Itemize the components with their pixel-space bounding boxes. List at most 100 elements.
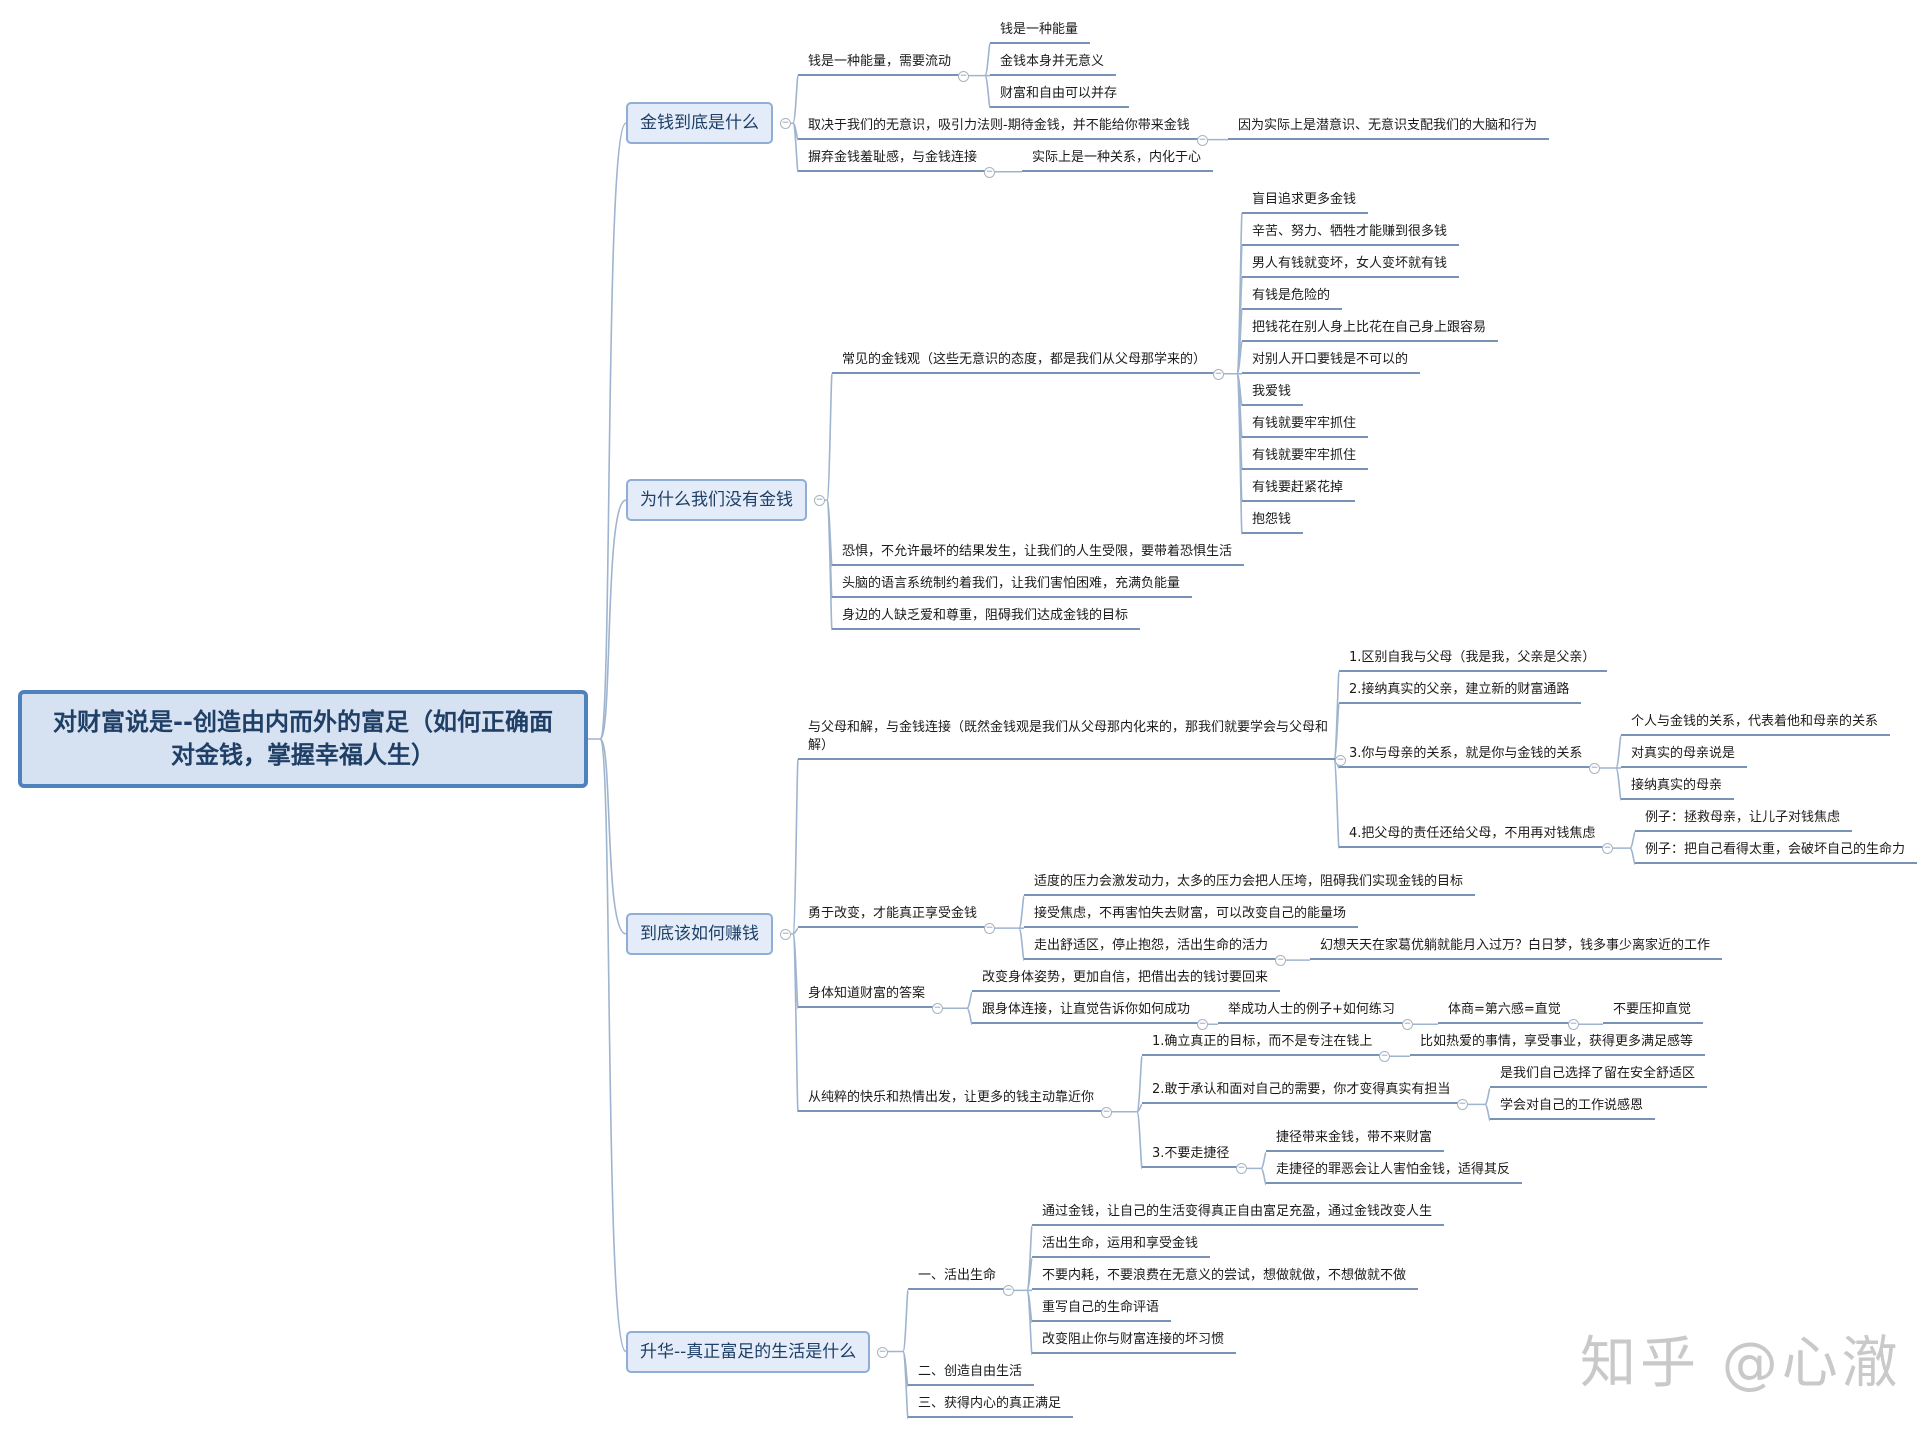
subtopic-leaf[interactable]: 1.区别自我与父母（我是我，父亲是父亲）: [1339, 649, 1608, 672]
subtopic-leaf[interactable]: 捷径带来金钱，带不来财富: [1266, 1129, 1445, 1153]
collapse-toggle-icon[interactable]: −: [780, 118, 791, 130]
subtopic-leaf[interactable]: 不要内耗，不要浪费在无意义的尝试，想做就做，不想做就不做: [1032, 1267, 1419, 1291]
subtopic-leaf[interactable]: 有钱是危险的: [1242, 287, 1343, 310]
collapse-toggle-icon[interactable]: −: [1101, 1106, 1112, 1118]
subtopic-leaf[interactable]: 对真实的母亲说是: [1621, 745, 1748, 768]
subtopic[interactable]: 恐惧，不允许最坏的结果发生，让我们的人生受限，要带着恐惧生活: [832, 543, 1245, 566]
subtopic-leaf[interactable]: 不要压抑直觉: [1603, 1001, 1704, 1025]
child-connector: [1136, 1103, 1143, 1113]
child-connector: [902, 1350, 909, 1420]
collapse-toggle-icon[interactable]: −: [1197, 134, 1208, 146]
subtopic[interactable]: 一、活出生命: [908, 1267, 1009, 1291]
subtopic[interactable]: 二、创造自由生活: [908, 1363, 1035, 1387]
subtopic-leaf[interactable]: 改变阻止你与财富连接的坏习惯: [1032, 1331, 1237, 1355]
subtopic-leaf[interactable]: 3.不要走捷径: [1142, 1145, 1242, 1169]
subtopic-leaf[interactable]: 例子：把自己看得太重，会破坏自己的生命力: [1635, 841, 1918, 865]
subtopic-leaf[interactable]: 接纳真实的母亲: [1621, 777, 1735, 801]
subtopic-leaf[interactable]: 把钱花在别人身上比花在自己身上跟容易: [1242, 319, 1499, 342]
subtopic-leaf[interactable]: 个人与金钱的关系，代表着他和母亲的关系: [1621, 713, 1891, 736]
subtopic-leaf[interactable]: 比如热爱的事情，享受事业，获得更多满足感等: [1410, 1033, 1706, 1057]
collapse-toggle-icon[interactable]: −: [1003, 1285, 1014, 1297]
subtopic-leaf[interactable]: 重写自己的生命评语: [1032, 1299, 1172, 1323]
subtopic-leaf[interactable]: 例子：拯救母亲，让儿子对钱焦虑: [1635, 809, 1853, 833]
collapse-toggle-icon[interactable]: −: [1236, 1163, 1247, 1175]
collapse-toggle-icon[interactable]: −: [932, 1003, 943, 1015]
branch-topic[interactable]: 金钱到底是什么: [626, 102, 773, 145]
collapse-toggle-icon[interactable]: −: [1275, 955, 1286, 967]
subtopic-leaf[interactable]: 学会对自己的工作说感恩: [1490, 1097, 1656, 1121]
subtopic-leaf[interactable]: 改变身体姿势，更加自信，把借出去的钱讨要回来: [972, 969, 1281, 993]
subtopic-leaf[interactable]: 跟身体连接，让直觉告诉你如何成功: [972, 1001, 1203, 1025]
subtopic-leaf[interactable]: 通过金钱，让自己的生活变得真正自由富足充盈，通过金钱改变人生: [1032, 1203, 1445, 1227]
collapse-toggle-icon[interactable]: −: [1568, 1019, 1579, 1031]
branch-topic[interactable]: 到底该如何赚钱: [626, 912, 773, 955]
root-topic[interactable]: 对财富说是--创造由内而外的富足（如何正确面对金钱，掌握幸福人生）: [18, 690, 588, 788]
subtopic-leaf[interactable]: 举成功人士的例子+如何练习: [1218, 1001, 1407, 1025]
collapse-toggle-icon[interactable]: −: [1402, 1019, 1413, 1031]
subtopic[interactable]: 钱是一种能量，需要流动: [798, 53, 964, 76]
collapse-toggle-icon[interactable]: −: [1589, 762, 1600, 774]
subtopic[interactable]: 取决于我们的无意识，吸引力法则-期待金钱，并不能给你带来金钱: [798, 117, 1202, 140]
subtopic-leaf[interactable]: 幻想天天在家葛优躺就能月入过万？白日梦，钱多事少离家近的工作: [1310, 937, 1723, 961]
subtopic-leaf[interactable]: 适度的压力会激发动力，太多的压力会把人压垮，阻碍我们实现金钱的目标: [1024, 873, 1476, 897]
subtopic-leaf[interactable]: 1.确立真正的目标，而不是专注在钱上: [1142, 1033, 1385, 1057]
subtopic[interactable]: 勇于改变，才能真正享受金钱: [798, 905, 990, 929]
collapse-toggle-icon[interactable]: −: [1457, 1099, 1468, 1111]
topic-label: 走捷径的罪恶会让人害怕金钱，适得其反: [1276, 1162, 1511, 1178]
child-connector: [966, 1007, 973, 1026]
subtopic-leaf[interactable]: 走出舒适区，停止抱怨，活出生命的活力: [1024, 937, 1281, 961]
collapse-toggle-icon[interactable]: −: [780, 928, 791, 940]
subtopic-leaf[interactable]: 4.把父母的责任还给父母，不用再对钱焦虑: [1339, 825, 1608, 849]
subtopic[interactable]: 三、获得内心的真正满足: [908, 1395, 1074, 1419]
collapse-toggle-icon[interactable]: −: [877, 1346, 888, 1358]
collapse-toggle-icon[interactable]: −: [984, 166, 995, 178]
subtopic-leaf[interactable]: 有钱就要牢牢抓住: [1242, 447, 1369, 470]
watermark: 知乎 @心澈: [1580, 1331, 1902, 1396]
subtopic-leaf[interactable]: 我爱钱: [1242, 383, 1304, 406]
subtopic[interactable]: 身体知道财富的答案: [798, 985, 938, 1009]
subtopic-leaf[interactable]: 有钱要赶紧花掉: [1242, 479, 1356, 502]
collapse-toggle-icon[interactable]: −: [1379, 1051, 1390, 1063]
subtopic-leaf[interactable]: 盲目追求更多金钱: [1242, 191, 1369, 214]
subtopic[interactable]: 摒弃金钱羞耻感，与金钱连接: [798, 149, 990, 172]
subtopic-leaf[interactable]: 活出生命，运用和享受金钱: [1032, 1235, 1211, 1259]
collapse-toggle-icon[interactable]: −: [1197, 1019, 1208, 1031]
subtopic-leaf[interactable]: 有钱就要牢牢抓住: [1242, 415, 1369, 438]
subtopic-leaf[interactable]: 实际上是一种关系，内化于心: [1022, 149, 1214, 172]
collapse-toggle-icon[interactable]: −: [984, 923, 995, 935]
subtopic-leaf[interactable]: 辛苦、努力、牺牲才能赚到很多钱: [1242, 223, 1460, 246]
collapse-toggle-icon[interactable]: −: [1602, 843, 1613, 855]
subtopic-leaf[interactable]: 走捷径的罪恶会让人害怕金钱，适得其反: [1266, 1161, 1523, 1185]
subtopic-leaf[interactable]: 3.你与母亲的关系，就是你与金钱的关系: [1339, 745, 1595, 768]
subtopic-leaf[interactable]: 钱是一种能量: [990, 21, 1091, 44]
subtopic-leaf[interactable]: 2.接纳真实的父亲，建立新的财富通路: [1339, 681, 1582, 704]
subtopic-leaf[interactable]: 金钱本身并无意义: [990, 53, 1117, 76]
topic-label: 1.确立真正的目标，而不是专注在钱上: [1152, 1034, 1373, 1050]
subtopic-leaf[interactable]: 2.敢于承认和面对自己的需要，你才变得真实有担当: [1142, 1081, 1463, 1105]
subtopic-leaf[interactable]: 接受焦虑，不再害怕失去财富，可以改变自己的能量场: [1024, 905, 1359, 929]
topic-label: 摒弃金钱羞耻感，与金钱连接: [808, 149, 978, 165]
subtopic-leaf[interactable]: 抱怨钱: [1242, 511, 1304, 534]
collapse-toggle-icon[interactable]: −: [1213, 368, 1224, 380]
subtopic-leaf[interactable]: 财富和自由可以并存: [990, 85, 1130, 108]
subtopic[interactable]: 从纯粹的快乐和热情出发，让更多的钱主动靠近你: [798, 1089, 1107, 1112]
collapse-toggle-icon[interactable]: −: [958, 70, 969, 82]
subtopic[interactable]: 身边的人缺乏爱和尊重，阻碍我们达成金钱的目标: [832, 607, 1141, 630]
subtopic-leaf[interactable]: 是我们自己选择了留在安全舒适区: [1490, 1065, 1708, 1089]
subtopic-leaf[interactable]: 对别人开口要钱是不可以的: [1242, 351, 1421, 374]
subtopic-leaf[interactable]: 体商=第六感=直觉: [1438, 1001, 1573, 1025]
topic-underline: [1242, 531, 1304, 534]
collapse-toggle-icon[interactable]: −: [1335, 754, 1346, 766]
collapse-toggle-icon[interactable]: −: [814, 495, 825, 507]
subtopic-leaf[interactable]: 男人有钱就变坏，女人变坏就有钱: [1242, 255, 1460, 278]
branch-topic[interactable]: 为什么我们没有金钱: [626, 479, 807, 522]
subtopic[interactable]: 头脑的语言系统制约着我们，让我们害怕困难，充满负能量: [832, 575, 1193, 598]
topic-label: 身边的人缺乏爱和尊重，阻碍我们达成金钱的目标: [842, 608, 1129, 623]
subtopic-leaf[interactable]: 因为实际上是潜意识、无意识支配我们的大脑和行为: [1228, 117, 1550, 140]
subtopic[interactable]: 与父母和解，与金钱连接（既然金钱观是我们从父母那内化来的，那我们就要学会与父母和…: [798, 719, 1340, 760]
child-connector: [1136, 1055, 1143, 1113]
topic-label: 4.把父母的责任还给父母，不用再对钱焦虑: [1349, 826, 1596, 842]
branch-topic[interactable]: 升华--真正富足的生活是什么: [626, 1330, 871, 1373]
subtopic[interactable]: 常见的金钱观（这些无意识的态度，都是我们从父母那学来的）: [832, 351, 1219, 374]
